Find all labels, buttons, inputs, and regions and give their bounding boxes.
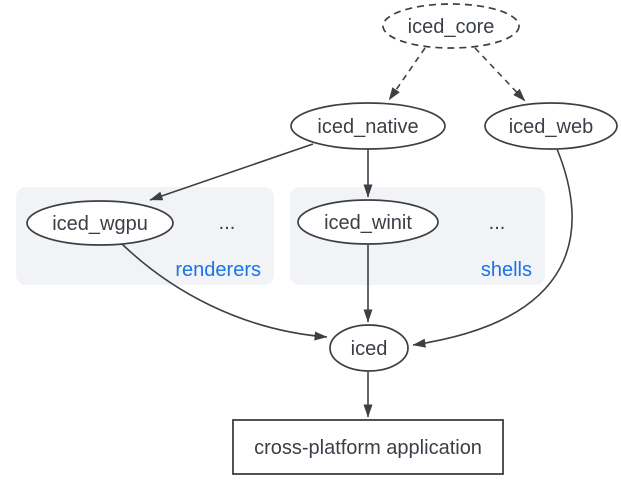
iced-winit-label: iced_winit bbox=[324, 212, 412, 234]
renderers-cluster-label: renderers bbox=[175, 259, 261, 281]
iced-core-ellipse bbox=[382, 3, 520, 49]
edge-iced-core-to-iced-web bbox=[474, 47, 526, 102]
iced-web-ellipse bbox=[484, 102, 618, 150]
node-iced-winit: iced_winit bbox=[297, 199, 439, 245]
iced-wgpu-ellipse bbox=[26, 200, 174, 246]
iced-ellipse bbox=[329, 324, 409, 372]
node-iced-core: iced_core bbox=[382, 3, 520, 49]
node-iced: iced bbox=[329, 324, 409, 372]
iced-label: iced bbox=[351, 338, 388, 360]
node-iced-native: iced_native bbox=[290, 102, 446, 150]
node-cross-platform-application: cross-platform application bbox=[232, 419, 504, 475]
iced-wgpu-label: iced_wgpu bbox=[52, 213, 148, 235]
iced-winit-ellipse bbox=[297, 199, 439, 245]
renderers-ellipsis: ... bbox=[219, 212, 236, 234]
iced-native-ellipse bbox=[290, 102, 446, 150]
iced-native-label: iced_native bbox=[317, 116, 418, 138]
application-box bbox=[232, 419, 504, 475]
node-iced-wgpu: iced_wgpu bbox=[26, 200, 174, 246]
edge-iced-web-to-iced bbox=[412, 148, 573, 348]
iced-web-label: iced_web bbox=[509, 116, 594, 138]
shells-ellipsis: ... bbox=[489, 212, 506, 234]
node-iced-web: iced_web bbox=[484, 102, 618, 150]
shells-cluster-label: shells bbox=[481, 259, 532, 281]
edge-iced-native-to-iced-wgpu bbox=[149, 143, 314, 201]
edge-iced-wgpu-to-iced bbox=[121, 243, 328, 341]
iced-core-label: iced_core bbox=[408, 16, 495, 38]
edge-iced-core-to-iced-native bbox=[388, 47, 426, 101]
application-label: cross-platform application bbox=[254, 437, 482, 459]
